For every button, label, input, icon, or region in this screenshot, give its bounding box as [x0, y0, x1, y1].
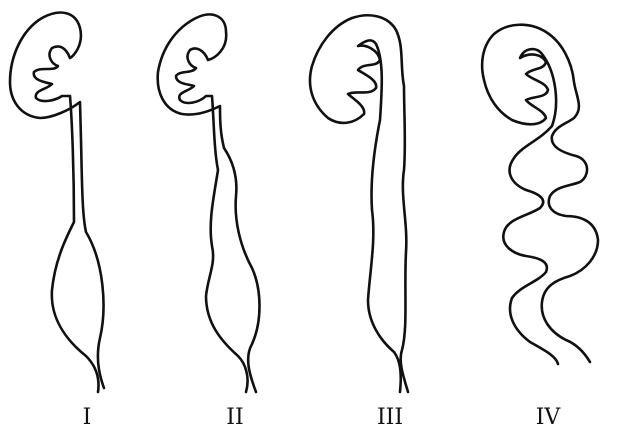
panel-2-outline: [158, 14, 260, 392]
panel-3-outline: [310, 15, 408, 392]
panel-3-label: III: [377, 405, 403, 430]
panel-2-label: II: [226, 405, 243, 430]
panel-4-drawing: [482, 25, 598, 364]
panel-4-label: IV: [536, 405, 562, 430]
panel-2-drawing: [158, 14, 260, 392]
panel-3-drawing: [310, 15, 408, 392]
panel-4-outline: [482, 25, 598, 364]
panel-1-drawing: [10, 13, 104, 392]
panel-1-outline: [10, 13, 104, 392]
panel-1-label: I: [83, 405, 92, 430]
